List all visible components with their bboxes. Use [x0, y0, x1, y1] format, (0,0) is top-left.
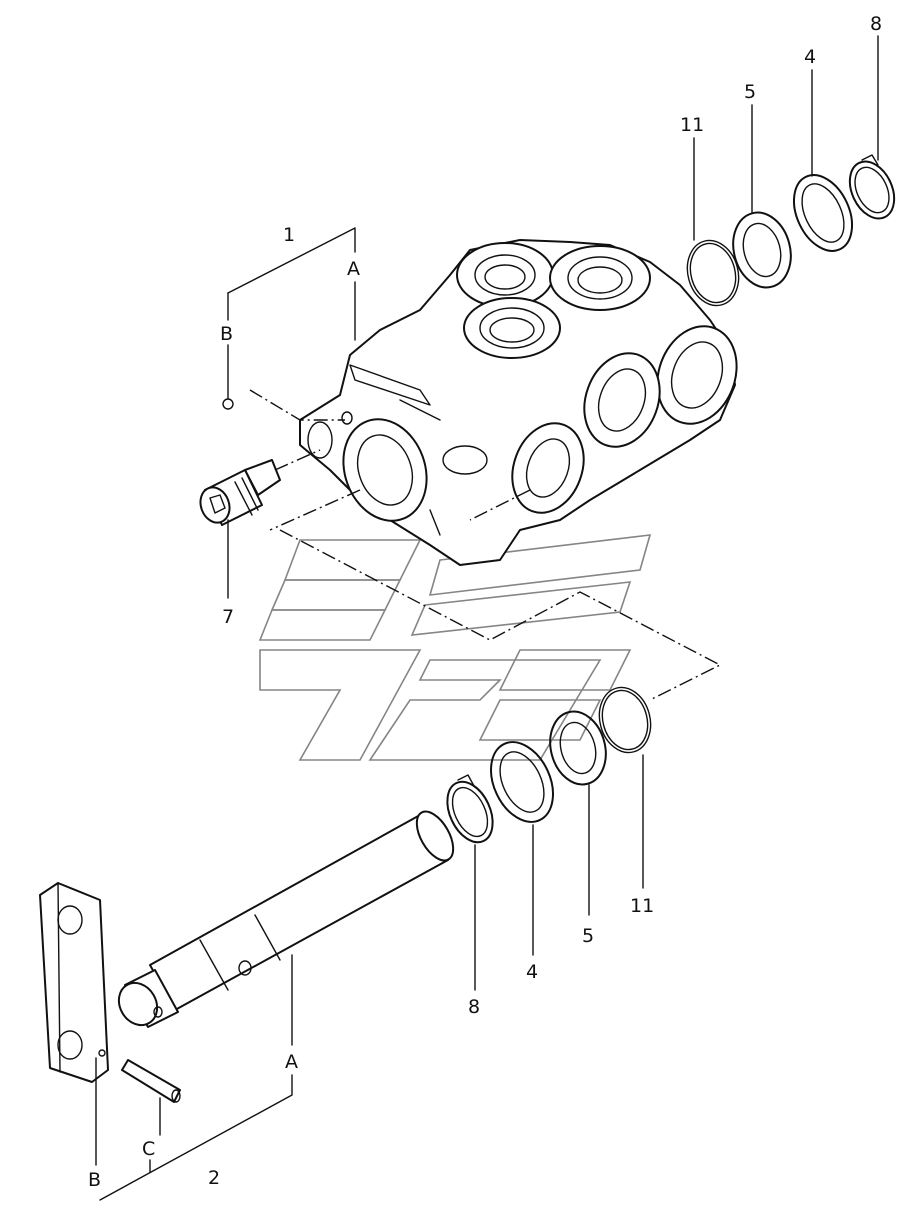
backup-ring-top: [732, 211, 792, 289]
snap-ring-bottom: [446, 774, 494, 844]
backup-ring-bottom: [549, 710, 607, 786]
washer-top: [792, 174, 854, 252]
label-part-1: 1: [283, 224, 295, 246]
snap-ring-top: [848, 154, 896, 220]
washer-bottom: [490, 741, 554, 823]
label-part-11-bottom: 11: [630, 895, 654, 917]
leader-lines: [95, 35, 879, 1201]
label-part-4-top: 4: [804, 46, 816, 68]
label-part-4-bottom: 4: [526, 961, 538, 983]
socket-bolt: [199, 459, 281, 526]
part-labels: 1 A B 7 11 5 4 8 11 5 4 8 A C 2 B: [88, 13, 882, 1191]
label-part-5-top: 5: [744, 81, 756, 103]
label-ref-c-bottom: C: [142, 1138, 155, 1160]
spool-shaft: [117, 810, 455, 1028]
label-ref-b-bottom: B: [88, 1169, 101, 1191]
o-ring-bottom: [598, 686, 652, 754]
label-ref-a-top: A: [347, 258, 360, 280]
label-part-7: 7: [222, 606, 234, 628]
valve-body: [299, 239, 738, 566]
label-part-2: 2: [208, 1167, 220, 1189]
watermark-logo: [258, 534, 652, 761]
label-ref-b-top: B: [220, 323, 233, 345]
link-plate: [39, 882, 109, 1083]
label-ref-a-bottom: A: [285, 1051, 298, 1073]
centerlines: [249, 389, 722, 701]
label-part-11-top: 11: [680, 114, 704, 136]
o-ring-top: [686, 239, 740, 307]
pin: [98, 1049, 181, 1103]
label-part-8-bottom: 8: [468, 996, 480, 1018]
label-part-5-bottom: 5: [582, 925, 594, 947]
label-part-8-top: 8: [870, 13, 882, 35]
